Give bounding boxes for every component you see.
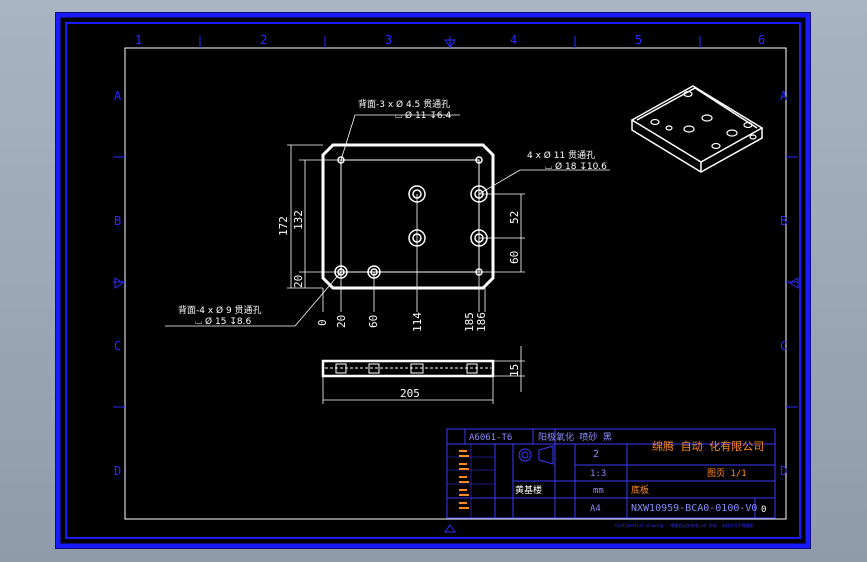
tb-material: A6061-T6 — [469, 433, 512, 443]
hole-callouts — [165, 114, 610, 327]
hole-callout-text: 背面-3 x Ø 4.5 贯通孔 ⌴ Ø 11 ↧6.4 4 x Ø 11 贯通… — [178, 98, 607, 327]
tb-designer: 黄基楼 — [515, 484, 542, 496]
tb-small-text-lines — [459, 450, 469, 509]
row-label: A — [780, 89, 788, 103]
callout-bottom-left-2: ⌴ Ø 15 ↧8.6 — [195, 316, 251, 327]
small-holes — [334, 156, 483, 279]
tb-quantity: 2 — [593, 449, 599, 460]
centering-mark-bottom — [444, 524, 456, 533]
side-hidden-features — [325, 363, 491, 374]
dim-bottom-114: 114 — [411, 312, 424, 332]
zone-ticks — [113, 36, 798, 408]
isometric-view[interactable] — [630, 85, 764, 173]
row-label: C — [780, 339, 787, 353]
top-view-dim-text: 172 132 20 52 60 0 20 60 114 185 186 — [277, 210, 521, 332]
callout-top-left-1: 背面-3 x Ø 4.5 贯通孔 — [358, 98, 450, 110]
tb-part-name: 底板 — [631, 484, 649, 496]
side-dimensions — [322, 346, 525, 404]
drawing-border — [124, 47, 787, 520]
col-label: 6 — [758, 33, 765, 47]
tb-drawing-number: NXW10959-BCA0-0100-V0 — [631, 503, 757, 514]
col-label: 1 — [135, 33, 142, 47]
tb-treatment: 阳极氧化 喷砂 黑 — [538, 431, 612, 443]
title-block[interactable] — [446, 428, 776, 519]
tb-revision: 0 — [761, 505, 766, 515]
dim-overall-height: 172 — [277, 216, 290, 236]
side-width-dim: 205 — [400, 387, 420, 400]
top-view-dimensions — [287, 144, 525, 312]
dim-right-52: 52 — [508, 211, 521, 224]
plate-outline[interactable] — [321, 143, 495, 290]
hole-pattern-outline — [340, 159, 480, 273]
dim-bottom-0: 0 — [316, 319, 329, 326]
centering-mark-top — [444, 39, 456, 48]
row-labels: A B C D A B C D — [114, 89, 788, 478]
column-labels: 1 2 3 4 5 6 — [135, 33, 765, 47]
side-thickness-dim: 15 — [508, 364, 521, 377]
tb-sheet-size: A4 — [590, 504, 601, 514]
top-view[interactable] — [321, 143, 495, 312]
dim-bottom-185: 185 — [463, 312, 476, 332]
centering-mark-left — [114, 277, 124, 289]
tb-sheet-label: 图页 1/1 — [707, 468, 747, 479]
projection-symbol-circle — [518, 448, 532, 462]
outer-frame — [55, 12, 811, 549]
row-label: D — [780, 464, 787, 478]
callout-right-1: 4 x Ø 11 贯通孔 — [527, 150, 595, 161]
outer-frame-inner — [65, 22, 801, 539]
row-label: B — [114, 214, 121, 228]
row-label: C — [114, 339, 121, 353]
callout-right-2: ⌴ Ø 18 ↧10.6 — [545, 161, 607, 172]
dim-bottom-20: 20 — [335, 315, 348, 328]
dim-right-60: 60 — [508, 251, 521, 264]
row-label: D — [114, 464, 121, 478]
side-plate[interactable] — [321, 359, 495, 378]
col-label: 3 — [385, 33, 392, 47]
callout-bottom-left-1: 背面-4 x Ø 9 贯通孔 — [178, 304, 262, 316]
counterbore-holes — [408, 185, 488, 247]
cad-viewport[interactable]: 1 2 3 4 5 6 A B C D A B C D — [55, 12, 811, 549]
tb-footer-note: Confidential drawing - 绵腾自动化有限公司 所有, 未经许… — [615, 522, 754, 528]
row-label: A — [114, 89, 122, 103]
projection-symbol-cone — [538, 445, 554, 465]
dim-bottom-186: 186 — [475, 312, 488, 332]
col-label: 2 — [260, 33, 267, 47]
dim-offset-bottom: 20 — [292, 275, 305, 288]
col-label: 5 — [635, 33, 642, 47]
dim-bottom-60: 60 — [367, 315, 380, 328]
row-label: B — [780, 214, 787, 228]
tb-unit: mm — [593, 486, 604, 496]
callout-top-left-2: ⌴ Ø 11 ↧6.4 — [395, 110, 451, 121]
title-block-text: A6061-T6 阳极氧化 喷砂 黑 绵腾 自动 化有限公司 2 1:3 图页 … — [469, 431, 766, 528]
tb-company: 绵腾 自动 化有限公司 — [652, 439, 764, 453]
cad-drawing-canvas[interactable]: 1 2 3 4 5 6 A B C D A B C D — [55, 12, 811, 549]
centering-mark-right — [789, 277, 799, 289]
tb-scale: 1:3 — [590, 469, 606, 479]
col-label: 4 — [510, 33, 517, 47]
dim-hole-span: 132 — [292, 210, 305, 230]
side-view[interactable] — [321, 346, 525, 404]
